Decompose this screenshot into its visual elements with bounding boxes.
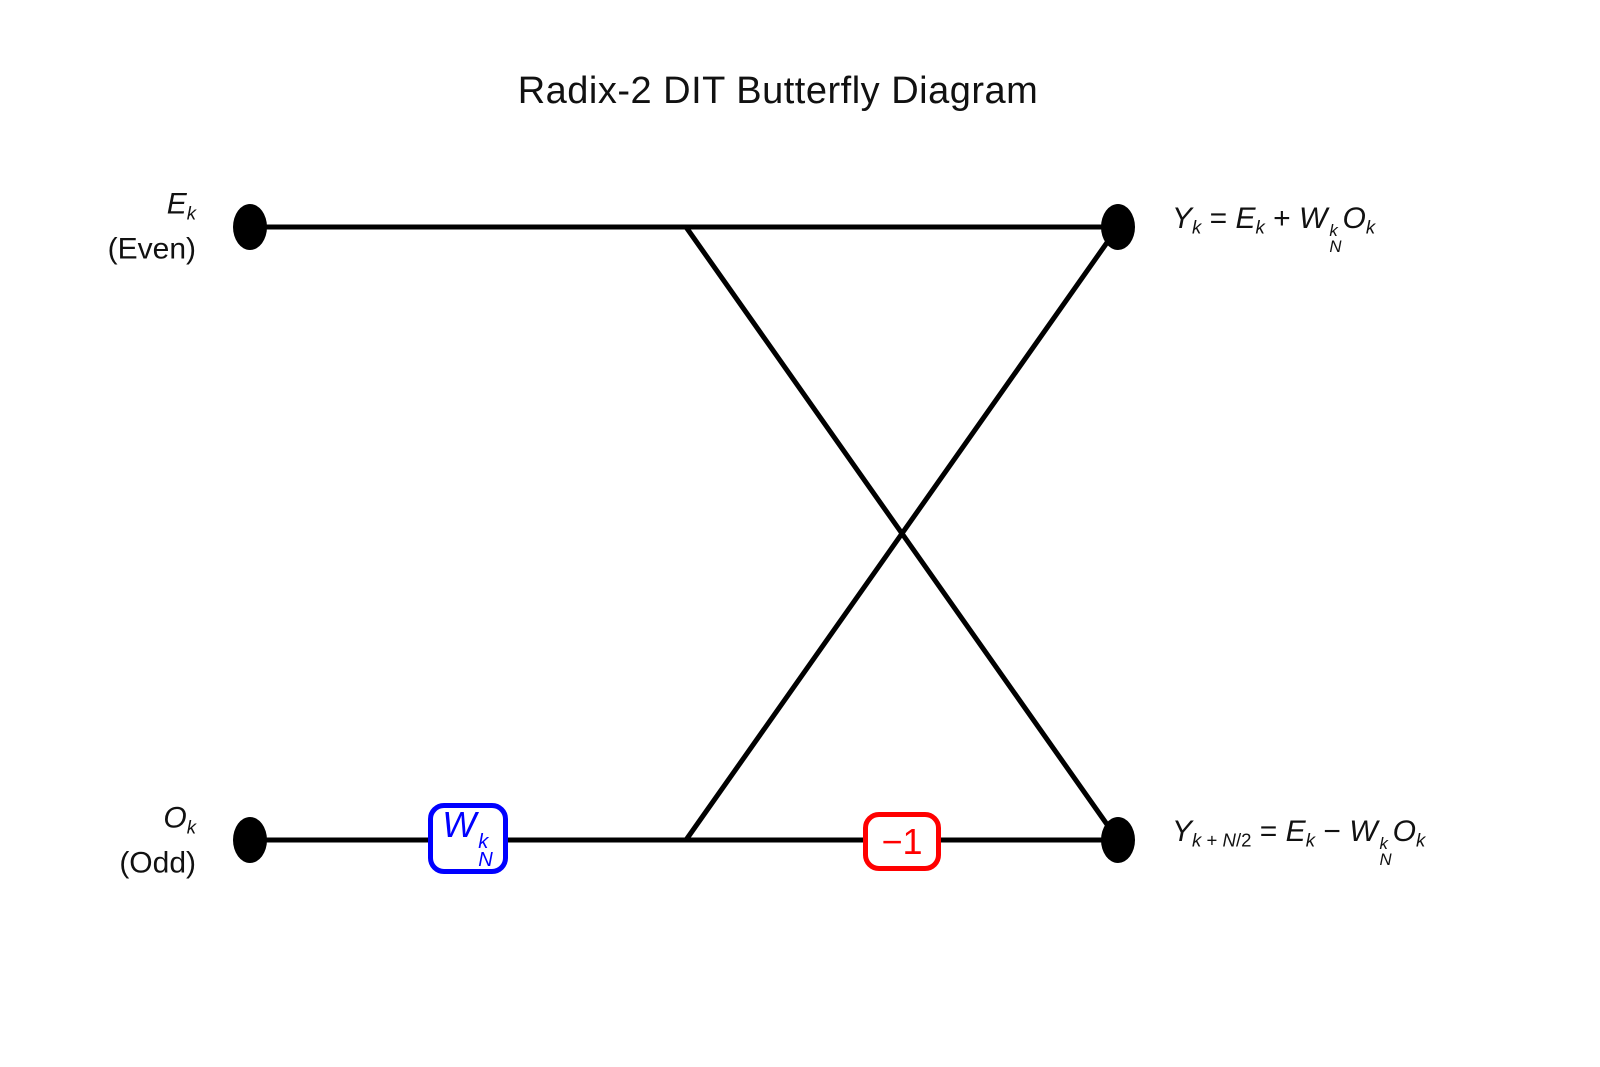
- negate-box: −1: [863, 812, 941, 871]
- even-input-caption: (Even): [107, 232, 196, 266]
- node-dot-top-output: [1101, 204, 1135, 250]
- node-dot-odd-input: [233, 817, 267, 863]
- even-input-label: Ek (Even): [108, 187, 196, 268]
- even-input-symbol: Ek: [166, 187, 196, 224]
- odd-input-label: Ok (Odd): [119, 801, 196, 882]
- odd-input-caption: (Odd): [119, 846, 196, 880]
- odd-input-symbol: Ok: [163, 801, 196, 838]
- cross-line-bottom-to-top: [683, 225, 1121, 842]
- node-dot-even-input: [233, 204, 267, 250]
- diagram-title: Radix-2 DIT Butterfly Diagram: [517, 70, 1039, 112]
- negate-text: −1: [881, 820, 923, 862]
- node-dot-bottom-output: [1101, 817, 1135, 863]
